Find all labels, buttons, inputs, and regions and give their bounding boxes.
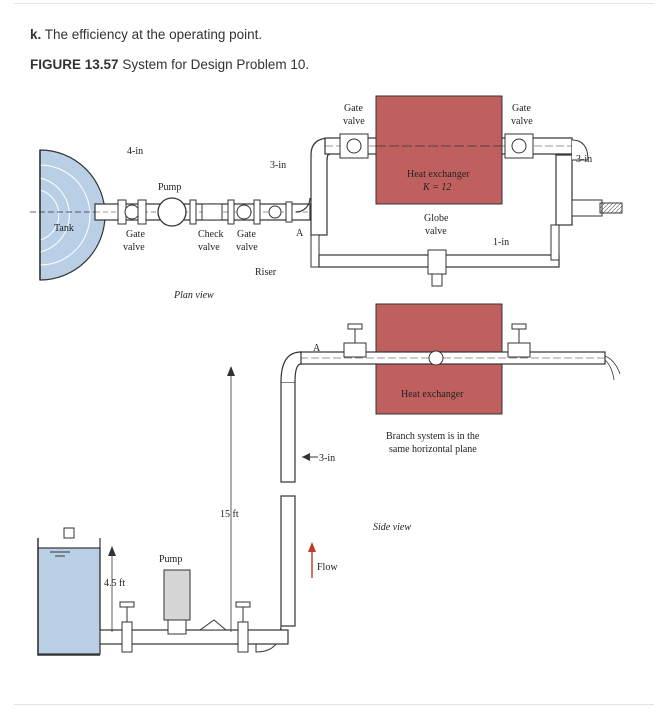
label-heat-exchanger-side: Heat exchanger (401, 389, 464, 400)
label-pump-plan: Pump (158, 182, 181, 193)
label-branch-note-1: Branch system is in the (386, 431, 480, 442)
side-tank (37, 527, 101, 656)
plan-heat-exchanger (375, 95, 503, 205)
plan-globe-valve-icon (427, 249, 447, 275)
side-branch-pipe (299, 323, 621, 381)
label-pump-side: Pump (159, 554, 182, 565)
figure-title: System for Design Problem 10. (122, 57, 310, 72)
label-gate-valve-1b: valve (343, 116, 365, 127)
bottom-divider (14, 704, 654, 705)
label-gate-valve-plan2-b: valve (236, 242, 258, 253)
label-check-valve-b: valve (198, 242, 220, 253)
label-riser: Riser (255, 267, 277, 278)
label-gate-valve-1: Gate (344, 103, 363, 114)
label-point-a-side: A (313, 343, 321, 354)
label-gate-valve-2b: valve (511, 116, 533, 127)
label-side-view: Side view (373, 522, 411, 533)
question-text: k. The efficiency at the operating point… (30, 27, 262, 42)
label-gate-valve-2: Gate (512, 103, 531, 114)
side-pump-icon (163, 569, 191, 621)
label-pipe-3in-a: 3-in (270, 160, 286, 171)
label-plan-view: Plan view (173, 290, 214, 301)
label-branch-note-2: same horizontal plane (389, 444, 477, 455)
label-tank: Tank (54, 223, 74, 234)
figure-caption: FIGURE 13.57 System for Design Problem 1… (30, 57, 309, 72)
label-pipe-4in: 4-in (127, 146, 143, 157)
dimension-lines (108, 366, 318, 632)
question-letter: k. (30, 27, 42, 42)
label-flow: Flow (317, 562, 338, 573)
plan-pump-icon (157, 197, 187, 227)
question-body: The efficiency at the operating point. (44, 27, 263, 42)
figure-number: FIGURE 13.57 (30, 57, 119, 72)
label-pipe-3in-c: 3-in (319, 453, 335, 464)
label-k-value: K = 12 (422, 182, 451, 193)
label-height-45ft: 4.5 ft (104, 578, 125, 589)
label-pipe-3in-b: 3-in (576, 154, 592, 165)
side-bottom-pipe (97, 569, 289, 653)
label-check-valve: Check (198, 229, 224, 240)
label-gate-valve-plan2: Gate (237, 229, 256, 240)
label-heat-exchanger-top: Heat exchanger (407, 169, 470, 180)
side-riser (255, 351, 302, 653)
label-gate-valve-plan-b: valve (123, 242, 145, 253)
flow-arrow (308, 542, 316, 578)
label-pipe-1in: 1-in (493, 237, 509, 248)
top-divider (14, 3, 654, 4)
label-globe-valve-b: valve (425, 226, 447, 237)
label-globe-valve: Globe (424, 213, 449, 224)
label-point-a-plan: A (296, 228, 304, 239)
plan-fittings (117, 197, 311, 227)
label-height-15ft: 15 ft (220, 509, 239, 520)
label-gate-valve-plan: Gate (126, 229, 145, 240)
plan-branch-bottom (310, 224, 560, 287)
